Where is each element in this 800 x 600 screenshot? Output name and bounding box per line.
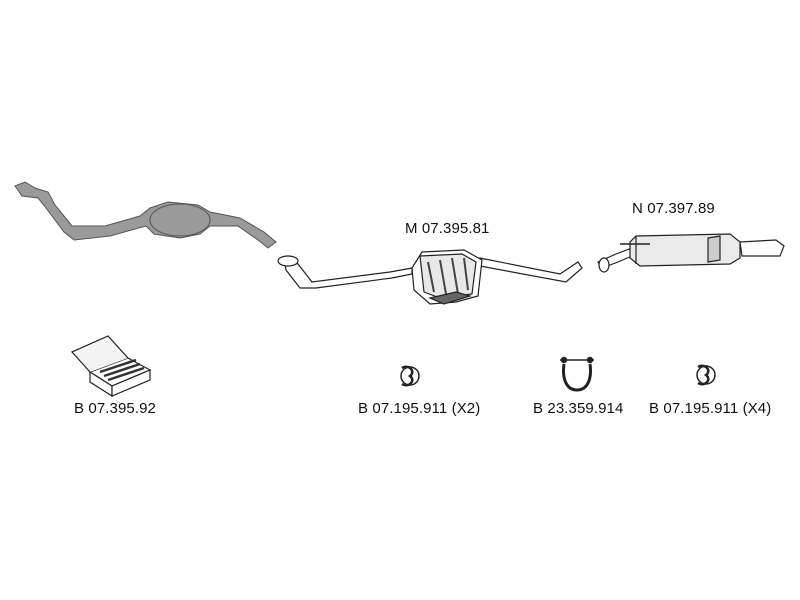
pipe-clamp-icon <box>560 356 594 392</box>
pipe-clamp-label: B 23.359.914 <box>533 400 624 417</box>
middle-silencer-label: M 07.395.81 <box>405 220 490 237</box>
ring-mount-a-label: B 07.195.911 (X2) <box>358 400 481 417</box>
middle-silencer-assembly <box>277 249 583 305</box>
ring-mount-a-icon <box>400 365 420 387</box>
mounting-kit-label: B 07.395.92 <box>74 400 157 417</box>
ring-mount-b-label: B 07.195.911 (X4) <box>649 400 772 417</box>
mounting-kit-icon <box>71 335 152 398</box>
rear-silencer-assembly <box>597 233 785 273</box>
ring-mount-b-icon <box>696 364 716 386</box>
front-pipe-catalyst <box>14 181 277 249</box>
rear-silencer-label: N 07.397.89 <box>632 200 715 217</box>
